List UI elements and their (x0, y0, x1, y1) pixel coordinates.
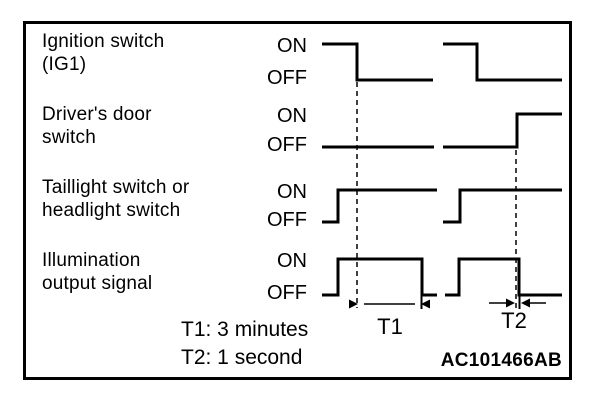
t1-arrowhead-right (421, 299, 430, 309)
signal-trace-taillight-or-headlight-switch (322, 188, 437, 224)
row-label-line: switch (42, 127, 96, 148)
row-label-line: output signal (42, 273, 153, 294)
signal-trace-illumination-output-signal (445, 257, 562, 297)
off-level-label-taillight-or-headlight-switch: OFF (267, 209, 307, 231)
row-label-line: Illumination (42, 250, 141, 271)
signal-trace-illumination-output-signal (322, 257, 437, 297)
t2-arrowhead-right (521, 298, 530, 308)
signal-trace-taillight-or-headlight-switch (443, 188, 562, 224)
t2-interval-label: T2 (501, 308, 527, 333)
legend-t1-definition: T1: 3 minutes (181, 318, 309, 341)
row-label-line: Taillight switch or (42, 177, 190, 198)
off-level-label-illumination-output-signal: OFF (267, 282, 307, 304)
off-level-label-drivers-door-switch: OFF (267, 134, 307, 156)
row-label-line: headlight switch (42, 200, 181, 221)
diagram-frame (23, 21, 572, 380)
on-level-label-taillight-or-headlight-switch: ON (277, 180, 307, 203)
legend-t2-definition: T2: 1 second (181, 346, 303, 369)
t2-arrowhead-left (506, 298, 515, 308)
t1-arrowhead-left (349, 299, 358, 309)
on-level-label-ignition-switch: ON (277, 34, 307, 57)
figure-code: AC101466AB (440, 350, 562, 371)
signal-trace-ignition-switch (322, 42, 433, 82)
on-level-label-drivers-door-switch: ON (277, 104, 307, 127)
signal-trace-drivers-door-switch (443, 112, 562, 149)
on-level-label-illumination-output-signal: ON (277, 249, 307, 272)
off-level-label-ignition-switch: OFF (267, 67, 307, 89)
row-label-line: (IG1) (42, 54, 87, 75)
signal-trace-ignition-switch (443, 42, 562, 82)
row-label-ignition-switch: Ignition switch(IG1) (42, 30, 164, 76)
row-label-line: Driver's door (42, 104, 152, 125)
row-label-line: Ignition switch (42, 31, 165, 52)
t1-interval-label: T1 (377, 314, 403, 339)
